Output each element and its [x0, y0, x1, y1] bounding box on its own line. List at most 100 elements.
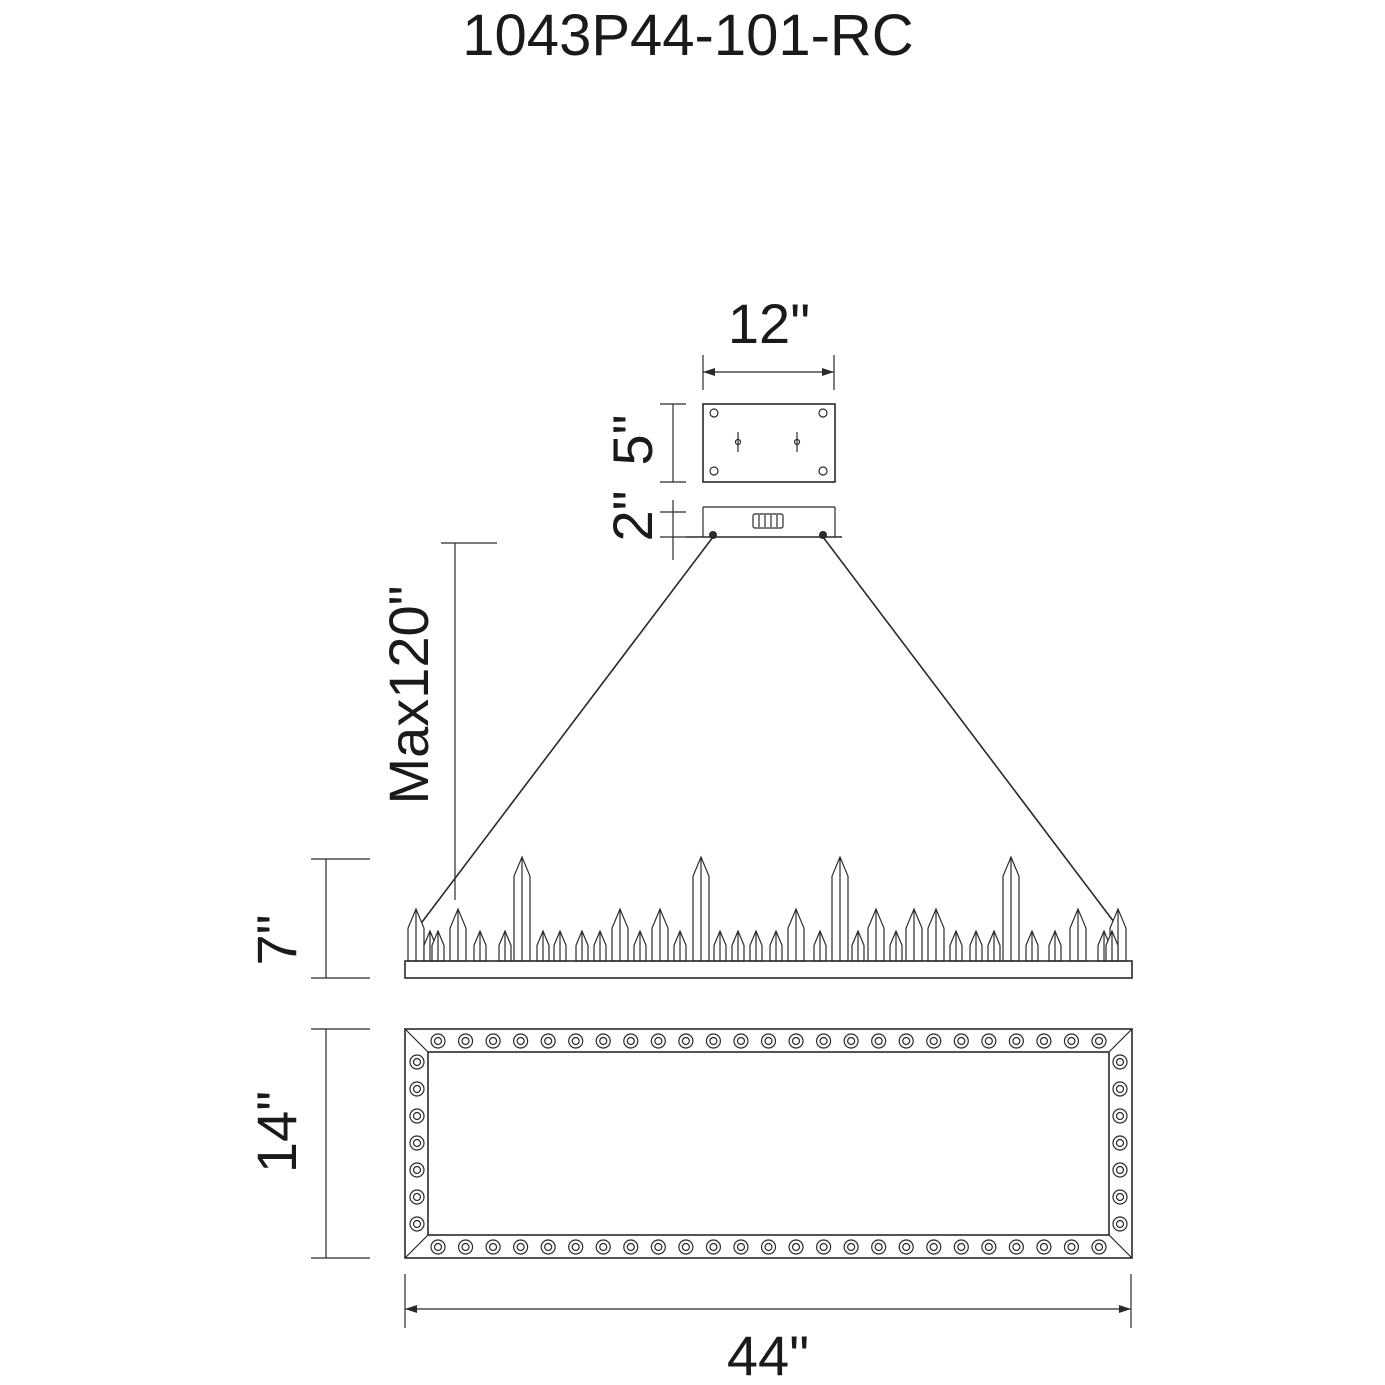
crystal-bead: [485, 1239, 501, 1255]
crystal-bead: [409, 1081, 425, 1097]
crystal-prism: [553, 929, 567, 962]
crystal-bead: [981, 1239, 997, 1255]
model-number-title: 1043P44-101-RC: [462, 3, 913, 68]
crystal-bead: [898, 1239, 914, 1255]
crystal-bead: [1112, 1081, 1128, 1097]
crystal-bead: [1063, 1239, 1080, 1255]
crystal-prism: [927, 907, 945, 962]
crystal-bead: [1036, 1239, 1052, 1255]
crystal-bead: [513, 1239, 529, 1255]
crystal-bead: [1112, 1108, 1128, 1124]
fixture-width-label: 44": [727, 1324, 809, 1385]
canopy-width-label: 12": [728, 292, 810, 355]
crystal-bead: [760, 1239, 777, 1255]
crystal-prism: [831, 855, 849, 962]
crystal-bead: [1112, 1189, 1128, 1205]
crystal-prism: [813, 929, 827, 962]
crystal-prism: [749, 929, 763, 962]
canopy-depth-label: 2": [601, 490, 664, 541]
crystal-bead: [568, 1033, 584, 1049]
crystal-prism: [889, 929, 903, 962]
crystal-prism: [692, 855, 710, 962]
crystal-prism: [1069, 907, 1087, 962]
crystal-bead: [843, 1033, 859, 1049]
crystal-bead: [1063, 1033, 1080, 1049]
crystal-prism: [769, 929, 783, 962]
crystal-bead: [871, 1033, 887, 1049]
crystal-prism: [969, 929, 983, 962]
crystal-bead: [815, 1033, 832, 1049]
crystal-prism: [851, 929, 865, 962]
crystal-bead: [595, 1239, 611, 1255]
crystal-bead: [540, 1239, 556, 1255]
crystal-prism: [673, 929, 687, 962]
crystal-bead: [650, 1033, 666, 1049]
crystal-bead: [733, 1239, 749, 1255]
crystal-prism: [1002, 855, 1020, 962]
crystal-bead: [1008, 1033, 1024, 1049]
crystal-bead: [513, 1033, 529, 1049]
fixture-depth-label: 14": [245, 1091, 308, 1173]
fixture-depth-dimension: 14": [245, 1028, 370, 1259]
crystal-bead: [430, 1239, 446, 1255]
fixture-top-view: [404, 1028, 1133, 1259]
crystal-prism: [731, 929, 745, 962]
crystal-prism: [713, 929, 727, 962]
crystal-bead: [409, 1189, 425, 1205]
crystal-bead: [623, 1033, 639, 1049]
fixture-side-view: [404, 855, 1133, 979]
crystal-bead: [898, 1033, 914, 1049]
crystal-bead: [926, 1239, 942, 1255]
canopy-height-label: 5": [601, 414, 664, 465]
max-drop-label: Max120": [377, 585, 440, 804]
max-drop-dimension: Max120": [377, 542, 497, 900]
crystal-prism: [407, 907, 425, 962]
canopy-depth-dimension: 2": [601, 490, 686, 560]
crystal-bead: [409, 1108, 425, 1124]
crystal-prism: [987, 929, 1001, 962]
crystal-prism: [536, 929, 550, 962]
crystal-prism: [611, 907, 629, 962]
crystal-prism: [651, 907, 669, 962]
crystal-bead: [981, 1033, 997, 1049]
fixture-height-label: 7": [245, 914, 308, 965]
canopy-height-dimension: 5": [601, 403, 686, 483]
crystal-prism: [593, 929, 607, 962]
canopy-width-dimension: 12": [702, 292, 835, 390]
crystal-bead: [430, 1033, 446, 1049]
crystal-bead: [705, 1033, 722, 1049]
crystal-bead: [457, 1239, 474, 1255]
crystal-prism: [1025, 929, 1039, 962]
crystal-prism: [949, 929, 963, 962]
crystal-bead: [926, 1033, 942, 1049]
canopy-plate: [702, 403, 836, 483]
crystal-prism: [787, 907, 805, 962]
crystal-bead: [650, 1239, 666, 1255]
crystal-bead: [409, 1216, 425, 1232]
crystal-bead: [678, 1033, 694, 1049]
crystal-prism: [513, 855, 531, 962]
crystal-bead: [409, 1162, 425, 1178]
crystal-bead: [733, 1033, 749, 1049]
crystal-bead: [595, 1033, 611, 1049]
crystal-bead: [409, 1135, 425, 1151]
crystal-bead: [705, 1239, 722, 1255]
crystal-bead: [843, 1239, 859, 1255]
suspension-cables: [415, 536, 1121, 931]
crystal-prism: [575, 929, 589, 962]
crystal-prism: [633, 929, 647, 962]
crystal-bead: [1112, 1135, 1128, 1151]
crystal-bead: [871, 1239, 887, 1255]
crystal-prism: [1048, 929, 1062, 962]
crystal-prism: [905, 907, 923, 962]
crystal-prism: [473, 929, 487, 962]
crystal-bead: [788, 1033, 804, 1049]
crystal-bead: [457, 1033, 474, 1049]
crystal-bead: [953, 1033, 969, 1049]
crystal-prism: [449, 907, 467, 962]
crystal-bead: [1036, 1033, 1052, 1049]
fixture-height-dimension: 7": [245, 858, 370, 979]
crystal-prism: [498, 929, 512, 962]
crystal-bead: [953, 1239, 969, 1255]
